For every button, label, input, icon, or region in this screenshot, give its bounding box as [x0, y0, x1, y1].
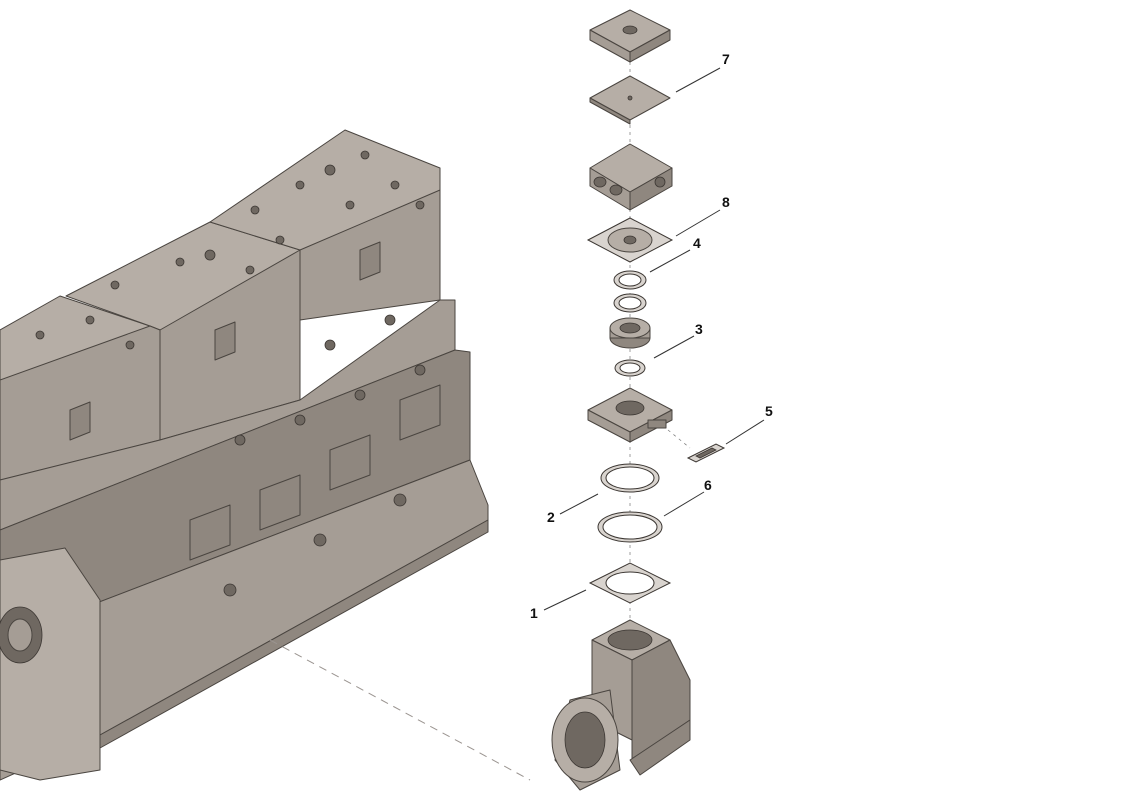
callout-7: 7: [722, 51, 730, 67]
housing-block: [589, 143, 673, 211]
assembly-line: [269, 639, 531, 781]
callout-5: 5: [765, 403, 773, 419]
leader-5: [725, 419, 765, 445]
callout-3: 3: [695, 321, 703, 337]
callout-6: 6: [704, 477, 712, 493]
callout-8: 8: [722, 194, 730, 210]
bearing-part-3: [609, 317, 651, 377]
callout-4: 4: [693, 235, 701, 251]
callout-1: 1: [530, 605, 538, 621]
callout-leaders: [543, 67, 765, 611]
flange-base: [587, 387, 673, 443]
ring-part-4: [613, 270, 647, 313]
leader-7: [675, 67, 721, 93]
engine-block: [0, 129, 489, 781]
ring-part-2: [600, 463, 660, 493]
leader-3: [653, 335, 695, 359]
leader-6: [663, 491, 705, 517]
leader-1: [543, 589, 587, 611]
plate-part-7: [589, 75, 671, 125]
ring-part-6: [597, 511, 663, 543]
leader-4: [649, 249, 691, 273]
leader-8: [675, 209, 721, 237]
flange-gasket-part-1: [588, 562, 672, 604]
small-gasket-part-5: [667, 429, 726, 463]
pump-housing: [551, 619, 691, 791]
leader-2: [559, 493, 599, 515]
callout-labels: 7 8 4 3 5 6 2 1: [530, 51, 773, 621]
callout-2: 2: [547, 509, 555, 525]
top-cover: [589, 9, 671, 63]
gasket-part-8: [586, 217, 674, 263]
